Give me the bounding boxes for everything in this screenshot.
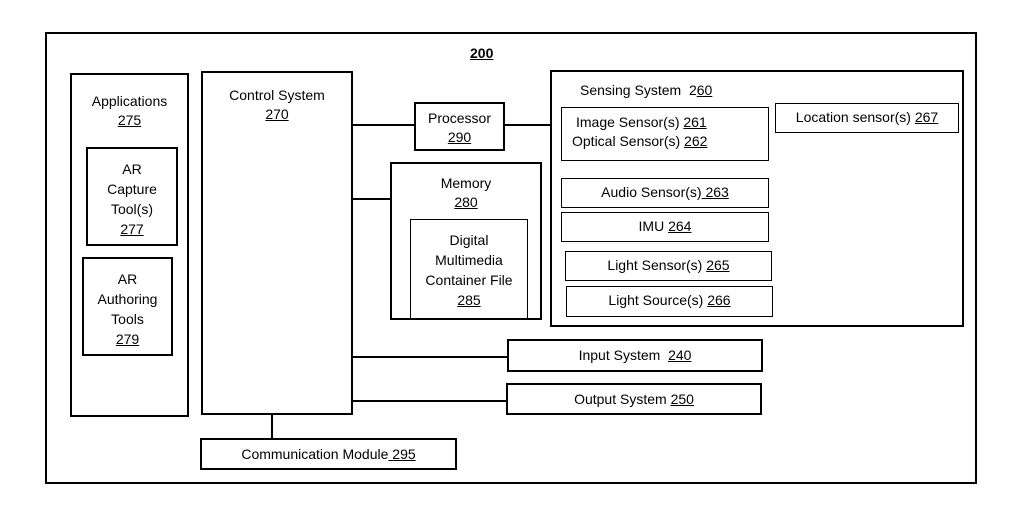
- image-optical-sensor-box: Image Sensor(s) 261 Optical Sensor(s) 26…: [561, 107, 769, 161]
- container-file-ref: 285: [457, 292, 481, 308]
- audio-sensor-ref: 263: [701, 184, 729, 200]
- output-system-label: Output System: [574, 391, 671, 407]
- location-sensor-ref: 267: [914, 109, 939, 125]
- imu-ref: 264: [668, 218, 692, 234]
- image-sensor-row: Image Sensor(s) 261: [576, 114, 707, 131]
- input-system-row: Input System 240: [509, 347, 761, 364]
- output-system-box: Output System 250: [506, 383, 762, 415]
- control-system-ref: 270: [265, 106, 289, 122]
- imu-label: IMU: [638, 218, 669, 234]
- container-file-line-1: Digital: [449, 232, 489, 248]
- output-system-ref: 250: [670, 391, 694, 407]
- applications-label: Applications: [91, 93, 168, 109]
- audio-sensor-box: Audio Sensor(s) 263: [561, 178, 769, 208]
- connector-control-output: [351, 400, 507, 402]
- image-sensor-label: Image Sensor(s): [576, 114, 684, 130]
- connector-control-processor: [352, 124, 414, 126]
- image-sensor-ref: 261: [683, 114, 707, 130]
- ar-authoring-tools-box: AR Authoring Tools 279: [82, 257, 173, 356]
- light-sensor-ref: 265: [706, 257, 730, 273]
- location-sensor-row: Location sensor(s) 267: [776, 109, 958, 126]
- ar-capture-line-1: AR: [122, 161, 142, 177]
- input-system-ref: 240: [668, 347, 692, 363]
- ar-capture-line-2: Capture: [107, 181, 157, 197]
- applications-ref: 275: [117, 112, 142, 128]
- light-sensor-label: Light Sensor(s): [607, 257, 707, 273]
- container-file-box: Digital Multimedia Container File 285: [410, 219, 528, 319]
- connector-control-input: [352, 356, 508, 358]
- ar-authoring-line-3: Tools: [111, 311, 144, 327]
- optical-sensor-ref: 262: [684, 133, 708, 149]
- applications-title: Applications 275: [72, 93, 187, 129]
- light-sensor-row: Light Sensor(s) 265: [566, 257, 771, 274]
- processor-label: Processor: [427, 110, 492, 126]
- control-system-box: Control System 270: [201, 71, 353, 415]
- location-sensor-label: Location sensor(s): [795, 109, 915, 125]
- optical-sensor-label: Optical Sensor(s): [572, 133, 685, 149]
- ar-capture-tools-box: AR Capture Tool(s) 277: [86, 147, 178, 246]
- location-sensor-box: Location sensor(s) 267: [775, 103, 959, 133]
- container-file-line-3: Container File: [425, 272, 513, 288]
- sensing-system-label: Sensing System 2: [580, 82, 697, 98]
- ar-capture-line-3: Tool(s): [110, 201, 153, 217]
- memory-label: Memory: [440, 175, 492, 191]
- communication-module-row: Communication Module 295: [202, 446, 455, 463]
- imu-box: IMU 264: [561, 212, 769, 242]
- optical-sensor-row: Optical Sensor(s) 262: [572, 133, 707, 150]
- ar-authoring-ref: 279: [115, 331, 140, 347]
- connector-processor-sensing: [504, 124, 551, 126]
- audio-sensor-label: Audio Sensor(s): [601, 184, 702, 200]
- connector-control-memory: [352, 198, 391, 200]
- connector-control-communication: [271, 414, 273, 439]
- processor-box: Processor 290: [414, 102, 505, 151]
- sensing-system-ref: 60: [696, 82, 713, 98]
- light-source-row: Light Source(s) 266: [567, 292, 772, 309]
- imu-row: IMU 264: [562, 218, 768, 235]
- input-system-box: Input System 240: [507, 339, 763, 372]
- light-source-label: Light Source(s): [608, 292, 708, 308]
- communication-module-ref: 295: [388, 446, 416, 462]
- audio-sensor-row: Audio Sensor(s) 263: [562, 184, 768, 201]
- input-system-label: Input System: [578, 347, 669, 363]
- ar-authoring-line-2: Authoring: [97, 291, 158, 307]
- communication-module-box: Communication Module 295: [200, 438, 457, 470]
- communication-module-label: Communication Module: [241, 446, 389, 462]
- memory-ref: 280: [454, 194, 478, 210]
- output-system-row: Output System 250: [508, 391, 760, 408]
- sensing-system-title: Sensing System 260: [580, 82, 712, 99]
- processor-ref: 290: [447, 129, 472, 145]
- figure-number: 200: [470, 45, 494, 61]
- light-sensor-box: Light Sensor(s) 265: [565, 251, 772, 281]
- container-file-line-2: Multimedia: [435, 252, 503, 268]
- ar-capture-ref: 277: [120, 221, 144, 237]
- light-source-ref: 266: [707, 292, 731, 308]
- control-system-label: Control System: [229, 87, 325, 103]
- light-source-box: Light Source(s) 266: [566, 286, 773, 317]
- ar-authoring-line-1: AR: [117, 271, 138, 287]
